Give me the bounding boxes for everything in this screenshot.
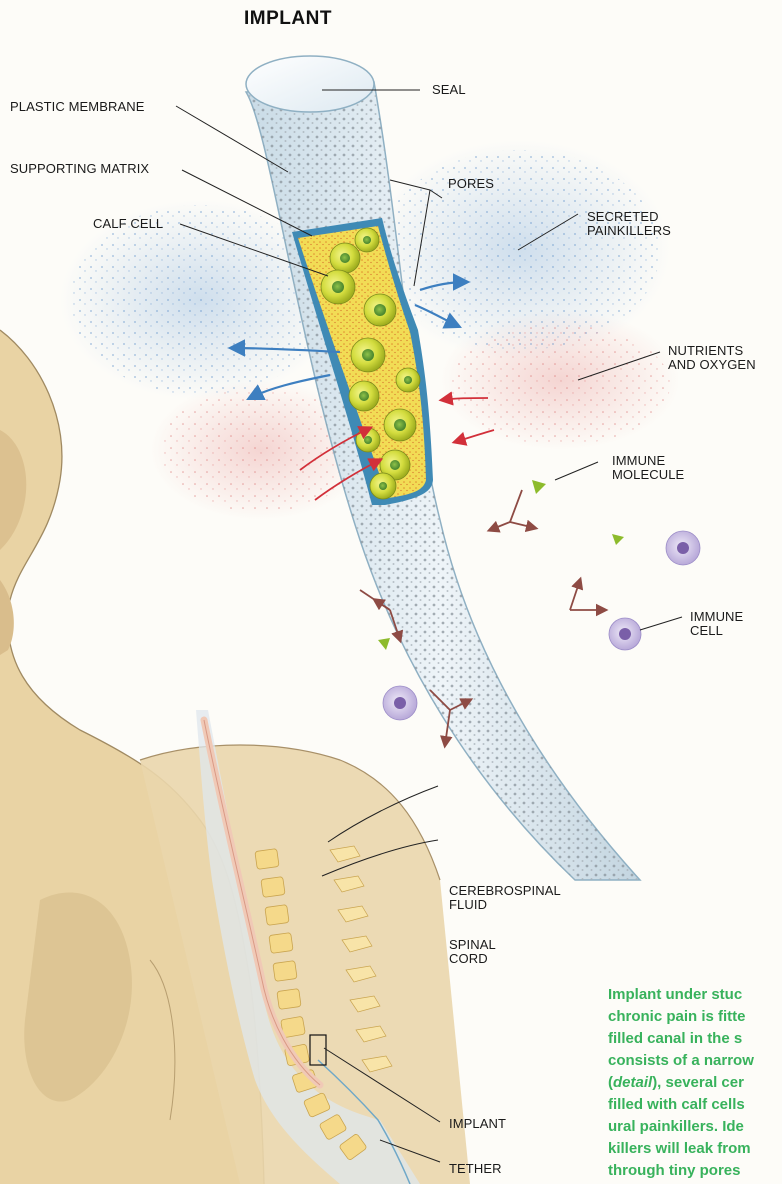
- caption-line: Implant under stuc: [608, 986, 742, 1003]
- label-implant-location: IMPLANT: [449, 1117, 506, 1131]
- caption-italic: detail: [613, 1074, 652, 1091]
- figure-caption: Implant under stuc chronic pain is fitte…: [608, 962, 782, 1182]
- label-nutrients-and-oxygen: NUTRIENTS AND OXYGEN: [668, 344, 756, 372]
- label-pores: PORES: [448, 177, 494, 191]
- caption-line: filled canal in the s: [608, 1030, 742, 1047]
- label-secreted-painkillers: SECRETED PAINKILLERS: [587, 210, 671, 238]
- caption-line: through tiny pores: [608, 1162, 741, 1179]
- label-immune-cell: IMMUNE CELL: [690, 610, 743, 638]
- label-seal: SEAL: [432, 83, 466, 97]
- diagram-title: IMPLANT: [244, 8, 332, 30]
- label-plastic-membrane: PLASTIC MEMBRANE: [10, 100, 145, 114]
- caption-line: filled with calf cells: [608, 1096, 745, 1113]
- caption-line: killers will leak from: [608, 1140, 751, 1157]
- label-supporting-matrix: SUPPORTING MATRIX: [10, 162, 149, 176]
- caption-line: chronic pain is fitte: [608, 1008, 746, 1025]
- label-calf-cell: CALF CELL: [93, 217, 163, 231]
- label-spinal-cord: SPINAL CORD: [449, 938, 496, 966]
- label-cerebrospinal-fluid: CEREBROSPINAL FLUID: [449, 884, 561, 912]
- label-tether: TETHER: [449, 1162, 502, 1176]
- caption-line: consists of a narrow: [608, 1052, 754, 1069]
- caption-line: ural painkillers. Ide: [608, 1118, 744, 1135]
- caption-line: ), several cer: [652, 1074, 744, 1091]
- label-immune-molecule: IMMUNE MOLECULE: [612, 454, 684, 482]
